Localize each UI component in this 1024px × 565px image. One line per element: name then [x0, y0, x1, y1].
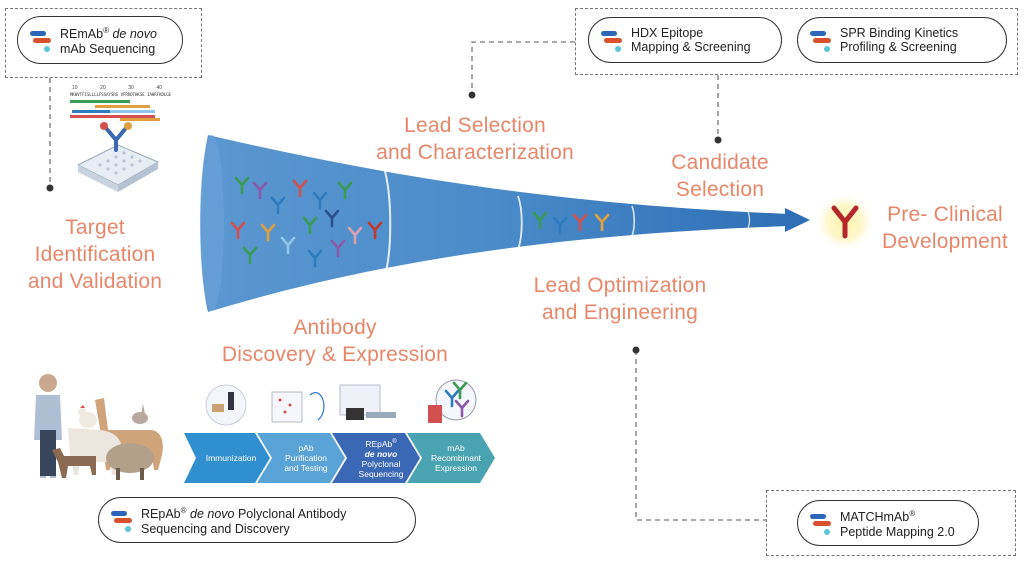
dog-icon	[52, 448, 96, 478]
hdx-epitope-pill[interactable]: HDX Epitope Mapping & Screening	[588, 17, 782, 63]
spr-binding-pill[interactable]: SPR Binding Kinetics Profiling & Screeni…	[797, 17, 1007, 63]
repab-rest: Polyclonal Antibody	[234, 507, 347, 522]
chicken-icon	[78, 405, 97, 428]
chevron-pab	[257, 433, 345, 483]
step-pab-label: pAb Purification and Testing	[284, 443, 328, 473]
preclinical-antibody-icon	[815, 192, 875, 252]
spr-line1: SPR Binding Kinetics	[840, 26, 959, 40]
connector-dots	[46, 91, 722, 354]
human-figure	[34, 374, 62, 478]
stage-target-identification: Target Identification and Validation	[27, 216, 163, 293]
pipeline-funnel	[200, 135, 810, 312]
company-logo-icon	[30, 26, 52, 54]
remab-line2: mAb Sequencing	[60, 41, 156, 56]
matchmab-line2: Peptide Mapping 2.0	[840, 524, 955, 539]
matchmab-brand: MATCHmAb	[840, 510, 910, 525]
matchmab-dashed-frame	[766, 490, 1016, 556]
repab-brand: REpAb	[141, 507, 181, 522]
repab-de-novo: de novo	[186, 507, 235, 522]
hdx-line1: HDX Epitope	[631, 26, 704, 40]
remab-sequencing-pill[interactable]: REmAb® de novo mAb Sequencing	[17, 16, 183, 64]
goat-icon	[68, 428, 122, 475]
company-logo-icon	[111, 506, 133, 534]
stage-preclinical-development: Pre- Clinical Development	[882, 203, 1008, 253]
sequence-alignment	[70, 100, 160, 121]
spr-line2: Profiling & Screening	[840, 40, 957, 54]
rabbit-icon	[132, 404, 148, 424]
chevron-repab	[332, 433, 420, 483]
microplate-icon	[76, 122, 160, 192]
chevron-immunization	[184, 433, 270, 483]
stage-lead-selection: Lead Selection and Characterization	[376, 114, 574, 164]
remab-brand: REmAb	[60, 27, 104, 42]
step-mab-label: mAb Recombinant Expression	[430, 443, 482, 473]
company-logo-icon	[810, 26, 832, 54]
step-repab-label: REpAb® de novo Polyclonal Sequencing	[358, 438, 404, 479]
stage-antibody-discovery: Antibody Discovery & Expression	[221, 316, 449, 366]
matchmab-pill[interactable]: MATCHmAb® Peptide Mapping 2.0	[797, 500, 979, 546]
dashed-connectors	[49, 41, 766, 521]
hdx-line2: Mapping & Screening	[631, 40, 751, 54]
process-chevrons	[184, 433, 495, 483]
chevron-mab	[407, 433, 495, 483]
remab-de-novo: de novo	[108, 27, 157, 42]
stage-lead-optimization: Lead Optimization and Engineering	[533, 274, 707, 324]
step-immunization-label: Immunization	[205, 453, 257, 463]
sequence-ruler-ticks: 10 20 30 40	[72, 85, 162, 91]
repab-polyclonal-pill[interactable]: REpAb® de novo Polyclonal Antibody Seque…	[98, 497, 416, 543]
sheep-icon	[106, 443, 154, 480]
stage-candidate-selection: Candidate Selection	[671, 151, 769, 201]
remab-dashed-frame	[5, 8, 202, 78]
company-logo-icon	[601, 26, 623, 54]
repab-line2: Sequencing and Discovery	[141, 521, 290, 536]
process-icons	[205, 379, 477, 426]
characterization-dashed-frame	[575, 8, 1018, 75]
company-logo-icon	[810, 509, 832, 537]
sequence-text: MKWVTFISLLLLFSSAYSRG VFRRDTHKSE IAHRFKDL…	[70, 92, 172, 97]
